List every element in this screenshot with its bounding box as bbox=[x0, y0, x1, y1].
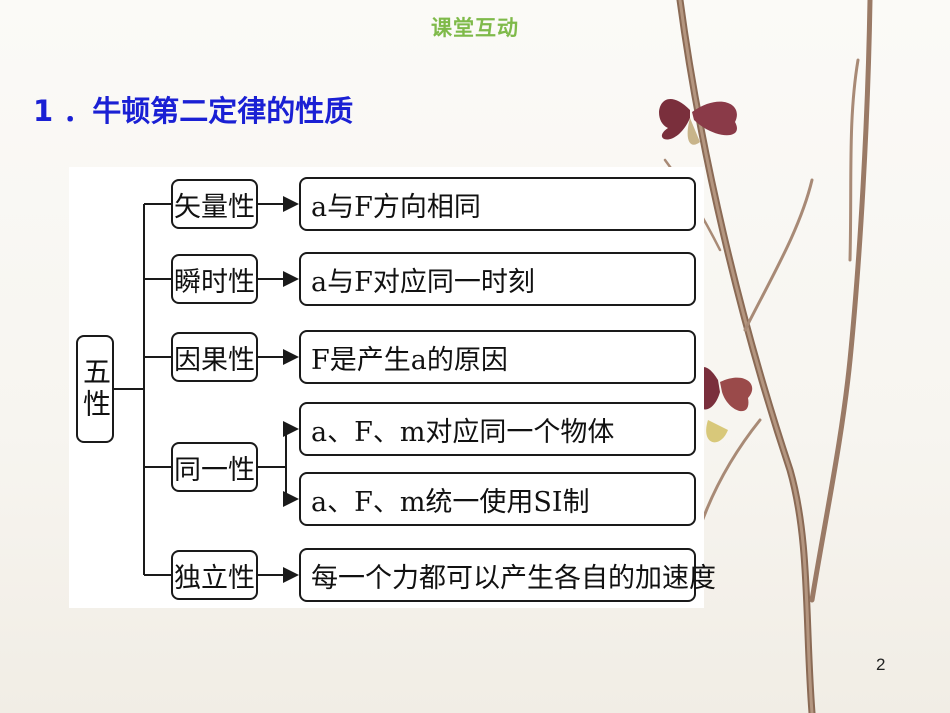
description-node: 每一个力都可以产生各自的加速度 bbox=[299, 548, 716, 602]
property-node: 同一性 bbox=[171, 442, 258, 492]
section-title: 1 ．牛顿第二定律的性质 bbox=[33, 94, 354, 128]
description-node: a、F、m统一使用SI制 bbox=[299, 472, 696, 526]
property-node: 独立性 bbox=[171, 550, 258, 600]
slide-header: 课堂互动 bbox=[431, 16, 519, 40]
butterfly-icon bbox=[697, 367, 753, 443]
property-node: 矢量性 bbox=[171, 179, 258, 229]
page-number: 2 bbox=[876, 655, 886, 674]
description-node: a与F方向相同 bbox=[299, 177, 696, 231]
root-node: 五性 bbox=[76, 335, 114, 443]
properties-diagram: 五性 矢量性 瞬时性 因果性 同一性 独立性 a与F方向相同 a与F对应同一时刻… bbox=[69, 167, 716, 608]
description-node: a、F、m对应同一个物体 bbox=[299, 402, 696, 456]
butterfly-icon bbox=[659, 98, 737, 145]
description-node: a与F对应同一时刻 bbox=[299, 252, 696, 306]
description-node: F是产生a的原因 bbox=[299, 330, 696, 384]
property-node: 因果性 bbox=[171, 332, 258, 382]
property-node: 瞬时性 bbox=[171, 254, 258, 304]
connector-lines bbox=[114, 196, 299, 583]
